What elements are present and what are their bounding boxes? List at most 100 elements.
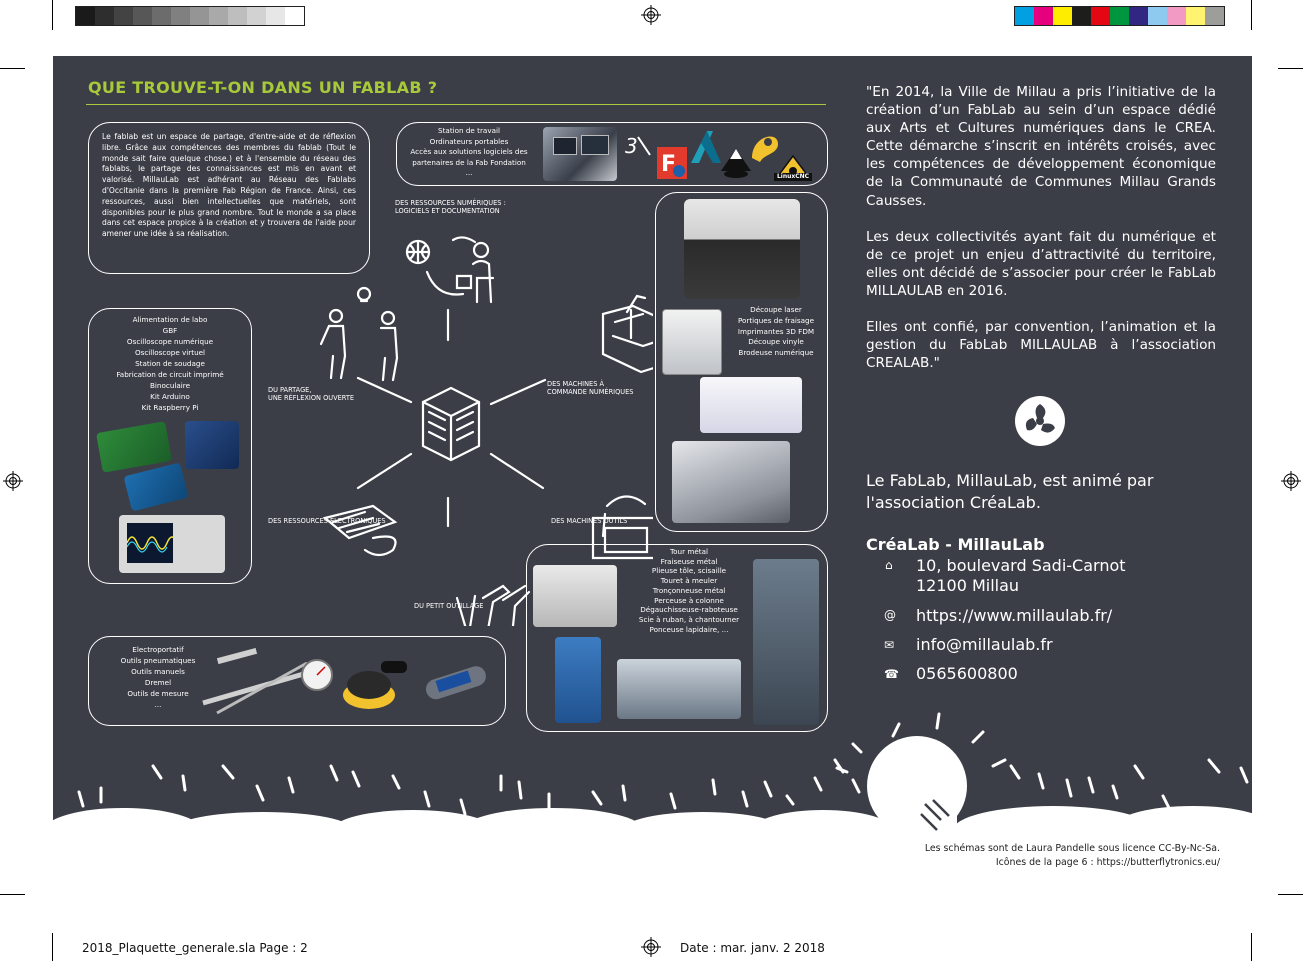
list-item: Scie à ruban, à chantourner xyxy=(638,614,740,624)
registration-mark-icon xyxy=(1281,471,1301,491)
oscilloscope-photo xyxy=(119,515,225,573)
color-swatch xyxy=(1167,7,1186,25)
list-item: Dégauchisseuse-raboteuse xyxy=(640,605,738,615)
list-item: Tour métal xyxy=(669,547,708,556)
cura-logo-icon xyxy=(752,136,778,162)
quote-paragraph-2: Les deux collectivités ayant fait du num… xyxy=(866,229,1216,300)
list-item: Kit Raspberry Pi xyxy=(141,403,199,412)
color-swatch xyxy=(114,7,133,25)
cnc-router-photo xyxy=(672,441,790,523)
slug-date: Date : mar. janv. 2 2018 xyxy=(680,941,825,955)
bandsaw-photo xyxy=(555,637,601,723)
intro-text: Le fablab est un espace de partage, d'en… xyxy=(102,132,356,239)
list-item: Touret à meuler xyxy=(660,576,718,586)
list-item: Oscilloscope virtuel xyxy=(134,348,206,357)
3d-printer-photo xyxy=(662,309,722,375)
planer-photo xyxy=(533,565,617,627)
color-swatch xyxy=(76,7,95,25)
crop-mark xyxy=(0,894,25,895)
list-item: Fabrication de circuit imprimé xyxy=(116,370,224,379)
list-item: ... xyxy=(465,168,473,177)
color-swatch xyxy=(247,7,266,25)
crop-mark xyxy=(52,0,53,30)
envelope-icon: ✉ xyxy=(884,638,895,652)
fusion-logo-icon: F xyxy=(657,147,687,179)
crop-mark xyxy=(1278,68,1303,69)
org-name: CréaLab - MillauLab xyxy=(866,535,1045,554)
color-calibration-bar xyxy=(1014,6,1225,26)
list-item: Brodeuse numérique xyxy=(738,348,814,358)
milling-machine-photo xyxy=(753,559,819,725)
color-swatch xyxy=(1015,7,1034,25)
autodesk-logo-icon xyxy=(691,131,721,163)
embroidery-machine-photo xyxy=(700,377,802,433)
list-item: Tronçonneuse métal xyxy=(652,585,726,595)
color-swatch xyxy=(190,7,209,25)
list-item: Ponceuse lapidaire, ... xyxy=(649,624,729,634)
list-item: Binoculaire xyxy=(149,381,190,390)
caption-small-tools: DU PETIT OUTILLAGE xyxy=(414,602,484,610)
caption-electronic-resources: DES RESSOURCES ÉLECTRONIQUES xyxy=(268,517,386,525)
list-item: Electroportatif xyxy=(132,645,184,654)
color-swatch xyxy=(228,7,247,25)
workstation-photo xyxy=(543,127,617,181)
phone-number[interactable]: 0565600800 xyxy=(916,664,1018,683)
laser-cutter-photo xyxy=(684,199,800,299)
svg-text:F: F xyxy=(661,152,676,177)
color-swatch xyxy=(285,7,304,25)
color-swatch xyxy=(1034,7,1053,25)
list-item: Plieuse tôle, scisaille xyxy=(651,566,727,576)
animated-by-line2: l'association CréaLab. xyxy=(866,493,1041,512)
list-item: Outils manuels xyxy=(131,667,185,676)
color-swatch xyxy=(1072,7,1091,25)
list-item: Fraiseuse métal xyxy=(660,556,718,566)
page-title: QUE TROUVE-T-ON DANS UN FABLAB ? xyxy=(88,78,438,97)
sander-photo xyxy=(343,661,407,709)
hand-tools-photo xyxy=(202,647,308,715)
crealab-logo-icon xyxy=(1015,396,1065,446)
color-swatch xyxy=(171,7,190,25)
caption-digital-resources: DES RESSOURCES NUMÉRIQUES :LOGICIELS ET … xyxy=(395,199,506,215)
arduino-photo xyxy=(123,462,189,512)
color-swatch xyxy=(95,7,114,25)
credits-line2: Icônes de la page 6 : https://butterflyt… xyxy=(995,857,1220,868)
intro-box: Le fablab est un espace de partage, d'en… xyxy=(88,122,370,274)
website-link[interactable]: https://www.millaulab.fr/ xyxy=(916,606,1113,625)
address-line2: 12100 Millau xyxy=(916,576,1020,595)
linuxcnc-label: LinuxCNC xyxy=(774,173,812,181)
quote-paragraph-3: Elles ont confié, par convention, l’anim… xyxy=(866,319,1216,372)
caption-sharing: DU PARTAGE,UNE RÉFLEXION OUVERTE xyxy=(268,386,355,402)
at-sign-icon: @ xyxy=(884,608,896,622)
quote-paragraph-1: "En 2014, la Ville de Millau a pris l’in… xyxy=(866,84,1216,209)
list-item: Découpe vinyle xyxy=(748,337,804,347)
crop-mark xyxy=(52,933,53,961)
clouds-and-lightbulb-decoration xyxy=(53,712,1252,832)
home-icon: ⌂ xyxy=(885,558,893,572)
color-swatch xyxy=(1053,7,1072,25)
list-item: Dremel xyxy=(144,678,172,687)
list-item: Découpe laser xyxy=(750,305,802,314)
list-item: Accès aux solutions logiciels des parten… xyxy=(410,147,528,167)
title-underline xyxy=(86,104,826,105)
grayscale-calibration-bar xyxy=(75,6,305,26)
color-swatch xyxy=(1110,7,1129,25)
list-item: Alimentation de labo xyxy=(132,315,208,324)
virtual-oscilloscope-photo xyxy=(185,421,239,469)
email-link[interactable]: info@millaulab.fr xyxy=(916,635,1053,654)
list-item: Outils pneumatiques xyxy=(120,656,196,665)
address-line1: 10, boulevard Sadi-Carnot xyxy=(916,556,1126,575)
color-swatch xyxy=(133,7,152,25)
phone-icon: ☎ xyxy=(884,667,899,681)
credits-line1: Les schémas sont de Laura Pandelle sous … xyxy=(924,843,1220,854)
list-item: ... xyxy=(154,700,162,709)
list-item: Perceuse à colonne xyxy=(654,595,724,605)
raspberry-pi-photo xyxy=(96,421,172,473)
